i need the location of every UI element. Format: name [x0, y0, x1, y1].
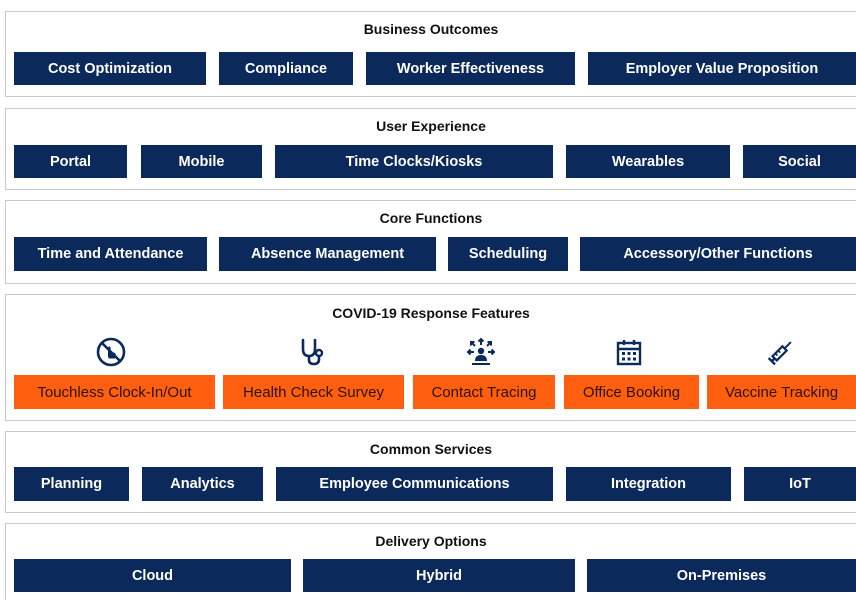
- box-analytics: Analytics: [142, 467, 263, 501]
- section-title: Delivery Options: [375, 533, 487, 549]
- box-health-check-survey: Health Check Survey: [223, 375, 404, 409]
- stethoscope-icon: [297, 337, 327, 367]
- box-social: Social: [743, 145, 856, 178]
- box-scheduling: Scheduling: [448, 237, 568, 271]
- section-title: User Experience: [376, 118, 486, 134]
- syringe-icon: [766, 337, 796, 367]
- no-touch-icon: [96, 337, 126, 367]
- box-cost-optimization: Cost Optimization: [14, 52, 206, 85]
- box-portal: Portal: [14, 145, 127, 178]
- box-hybrid: Hybrid: [303, 559, 575, 592]
- section-title: COVID-19 Response Features: [332, 305, 530, 321]
- box-planning: Planning: [14, 467, 129, 501]
- box-cloud: Cloud: [14, 559, 291, 592]
- box-office-booking: Office Booking: [564, 375, 699, 409]
- box-worker-effectiveness: Worker Effectiveness: [366, 52, 575, 85]
- box-time-and-attendance: Time and Attendance: [14, 237, 207, 271]
- box-vaccine-tracking: Vaccine Tracking: [707, 375, 856, 409]
- box-touchless-clock-in-out: Touchless Clock-In/Out: [14, 375, 215, 409]
- box-employer-value-proposition: Employer Value Proposition: [588, 52, 856, 85]
- box-employee-communications: Employee Communications: [276, 467, 553, 501]
- section-title: Business Outcomes: [363, 21, 499, 37]
- box-contact-tracing: Contact Tracing: [413, 375, 555, 409]
- box-mobile: Mobile: [141, 145, 262, 178]
- box-wearables: Wearables: [566, 145, 730, 178]
- calendar-icon: [614, 337, 644, 367]
- box-integration: Integration: [566, 467, 731, 501]
- box-time-clocks-kiosks: Time Clocks/Kiosks: [275, 145, 553, 178]
- box-compliance: Compliance: [219, 52, 353, 85]
- contact-tracing-icon: [466, 337, 496, 367]
- box-iot: IoT: [744, 467, 856, 501]
- section-title: Core Functions: [379, 210, 483, 226]
- box-absence-management: Absence Management: [219, 237, 436, 271]
- box-accessory-other-functions: Accessory/Other Functions: [580, 237, 856, 271]
- section-title: Common Services: [369, 441, 493, 457]
- box-on-premises: On-Premises: [587, 559, 856, 592]
